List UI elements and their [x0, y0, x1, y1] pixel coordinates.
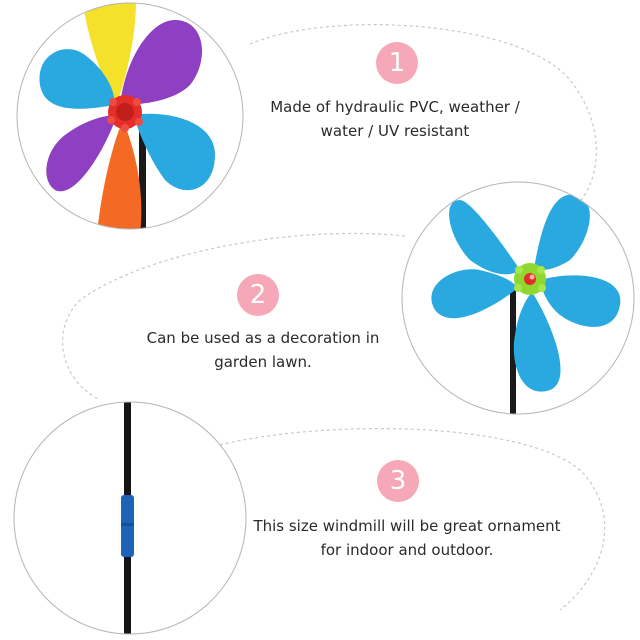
- feature-caption-line: for indoor and outdoor.: [320, 541, 494, 559]
- feature-caption-line: Can be used as a decoration in: [146, 329, 380, 347]
- feature-caption-1: Made of hydraulic PVC, weather / water /…: [240, 95, 550, 143]
- feature-number-badge-3: 3: [377, 460, 419, 502]
- feature-caption-line: This size windmill will be great ornamen…: [253, 517, 561, 535]
- feature-caption-2: Can be used as a decoration in garden la…: [118, 326, 408, 374]
- blue-windmill-photo: [401, 181, 635, 415]
- feature-caption-3: This size windmill will be great ornamen…: [232, 514, 582, 562]
- multicolor-windmill-photo: [16, 2, 244, 230]
- feature-caption-line: water / UV resistant: [320, 122, 470, 140]
- feature-number-badge-2: 2: [237, 274, 279, 316]
- stick-closeup-photo: [13, 401, 247, 635]
- feature-caption-line: Made of hydraulic PVC, weather /: [270, 98, 520, 116]
- feature-number-badge-1: 1: [376, 42, 418, 84]
- feature-caption-line: garden lawn.: [214, 353, 312, 371]
